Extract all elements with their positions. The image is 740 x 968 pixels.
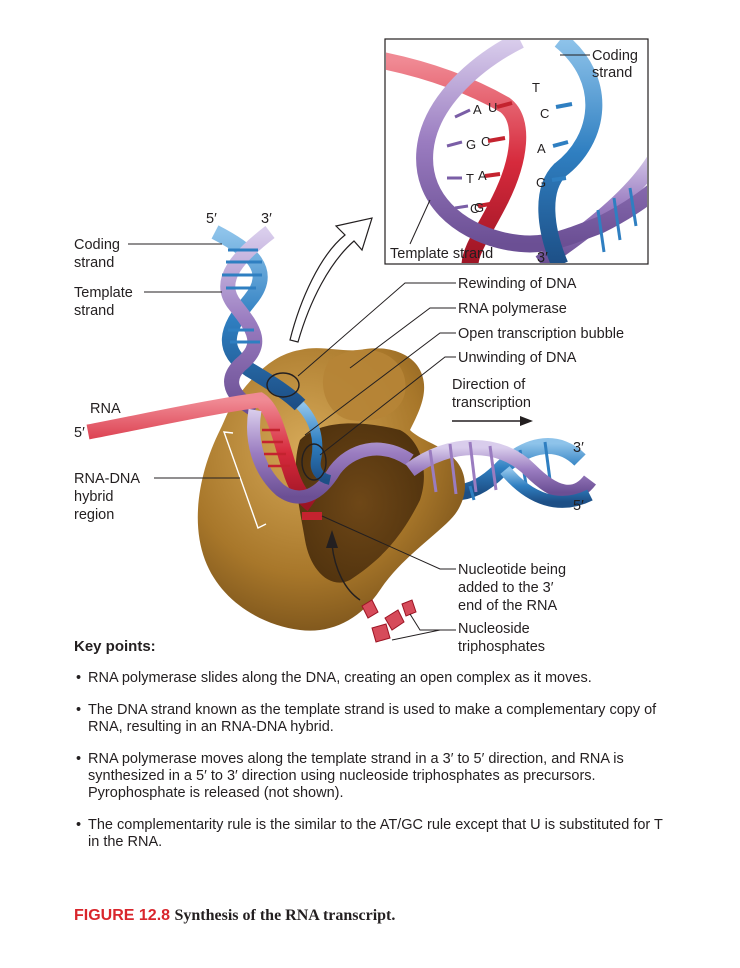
label-polymerase: RNA polymerase bbox=[458, 301, 567, 317]
key-point-3: •RNA polymerase moves along the template… bbox=[76, 751, 624, 801]
key-points: Key points: •RNA polymerase slides along… bbox=[74, 638, 674, 866]
inset-coding-strand-label: Coding strand bbox=[592, 48, 642, 81]
polymerase-lobe bbox=[322, 349, 406, 421]
label-template-strand: Template strand bbox=[74, 285, 137, 319]
nucleoside-triphosphates bbox=[361, 599, 417, 643]
figure-title: Synthesis of the RNA transcript. bbox=[174, 907, 396, 924]
nucleotide-added bbox=[302, 512, 322, 520]
label-rna: RNA bbox=[90, 401, 121, 417]
main-illustration bbox=[86, 225, 596, 643]
label-direction: Direction of transcription bbox=[452, 377, 531, 411]
hybrid-bracket bbox=[222, 431, 267, 529]
label-rna-5prime: 5′ bbox=[74, 425, 85, 441]
main-labels: 5′ 3′ Coding strand Template strand RNA … bbox=[74, 211, 624, 655]
zoom-arrow bbox=[289, 217, 373, 343]
key-points-title: Key points: bbox=[74, 638, 156, 655]
inset-coding-base-t: T bbox=[532, 80, 540, 95]
figure-number: FIGURE 12.8 bbox=[74, 907, 171, 924]
inset-rna-base-u: U bbox=[488, 100, 497, 115]
key-point-2: •The DNA strand known as the template st… bbox=[76, 702, 657, 735]
direction-arrow bbox=[520, 416, 533, 426]
figure-caption: FIGURE 12.8 Synthesis of the RNA transcr… bbox=[74, 907, 395, 925]
label-triphosphates: Nucleoside triphosphates bbox=[458, 621, 545, 655]
label-3prime-right: 3′ bbox=[573, 440, 584, 456]
label-5prime-right: 5′ bbox=[573, 498, 584, 514]
inset-rna-base-g: G bbox=[474, 200, 484, 215]
inset-template-strand bbox=[416, 40, 647, 253]
dna-coding-upstream bbox=[211, 225, 306, 411]
inset-coding-strand bbox=[538, 40, 603, 263]
rna-strand bbox=[86, 392, 317, 512]
key-point-4: •The complementarity rule is the similar… bbox=[76, 817, 663, 850]
label-3prime-top: 3′ bbox=[261, 211, 272, 227]
inset-base-g: G bbox=[466, 137, 476, 152]
inset-base-c: C bbox=[470, 201, 479, 216]
inset-rna-base-c: C bbox=[481, 134, 490, 149]
inset-base-a: A bbox=[473, 102, 482, 117]
inset-3prime: 3′ bbox=[537, 250, 548, 266]
inset-coding-base-a: A bbox=[537, 141, 546, 156]
dna-template-downstream bbox=[405, 440, 596, 500]
inset-coding-base-g: G bbox=[536, 175, 546, 190]
label-rewinding: Rewinding of DNA bbox=[458, 276, 577, 292]
label-bubble: Open transcription bubble bbox=[458, 326, 624, 342]
label-hybrid-region: RNA-DNA hybrid region bbox=[74, 471, 143, 523]
key-point-1: •RNA polymerase slides along the DNA, cr… bbox=[76, 670, 592, 686]
inset-template-strand-label: Template strand bbox=[390, 246, 493, 262]
rewinding-arrow bbox=[266, 372, 300, 398]
inset-rna-base-a: A bbox=[478, 168, 487, 183]
dna-coding-downstream bbox=[500, 466, 593, 508]
label-unwinding: Unwinding of DNA bbox=[458, 350, 577, 366]
label-coding-strand: Coding strand bbox=[74, 237, 124, 271]
inset-base-t: T bbox=[466, 171, 474, 186]
unwinding-arrow bbox=[301, 443, 327, 481]
inset-coding-base-c: C bbox=[540, 106, 549, 121]
label-5prime-top: 5′ bbox=[206, 211, 217, 227]
coding-in-bubble bbox=[296, 401, 332, 485]
template-in-bubble bbox=[247, 408, 414, 504]
inset-panel: A G T C U C A G T C A G Coding strand Te… bbox=[384, 38, 649, 266]
label-nucleotide: Nucleotide being added to the 3′ end of … bbox=[458, 562, 570, 614]
